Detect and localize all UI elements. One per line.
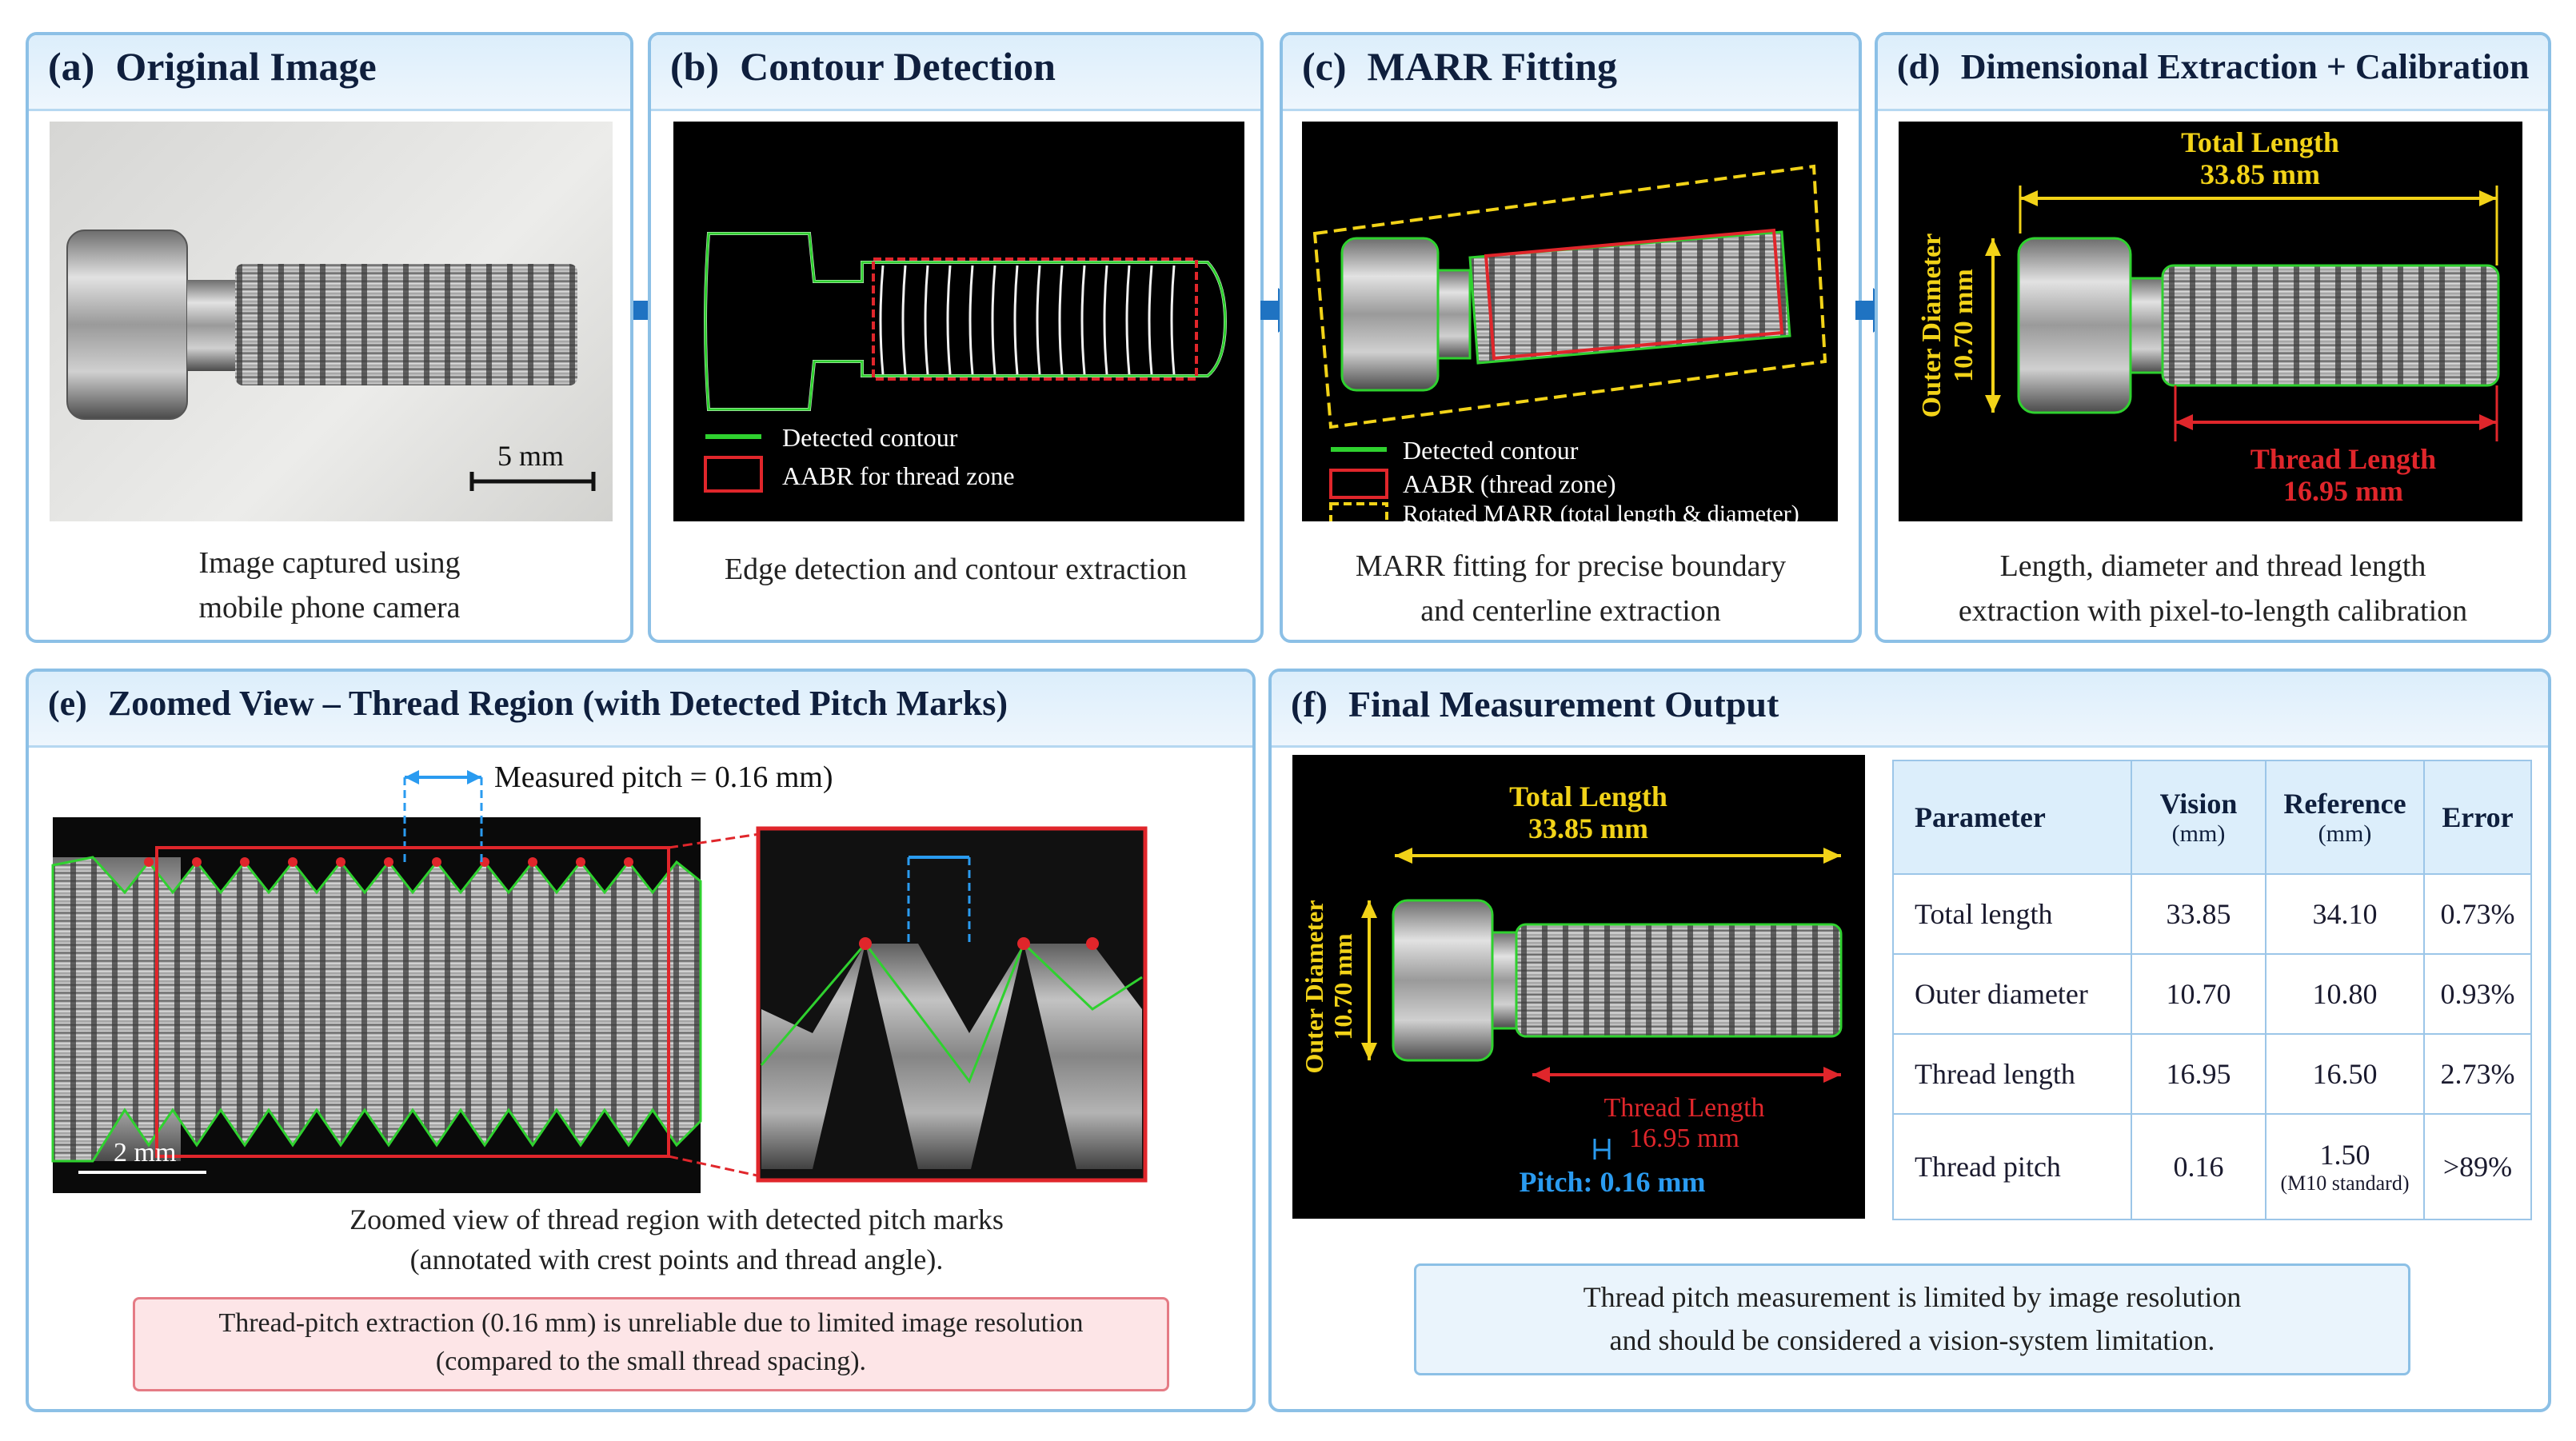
- thread-contours: [879, 265, 1176, 375]
- panel-marr-fitting: (c)MARR Fitting Detected contour AABR (t…: [1280, 32, 1862, 643]
- outer-diameter-value: 10.70 mm: [1949, 269, 1979, 382]
- measurement-table: Parameter Vision(mm) Reference(mm) Error…: [1892, 760, 2532, 1220]
- cell-param: Thread pitch: [1892, 1113, 2132, 1220]
- outer-diameter-label: Outer Diameter: [1300, 900, 1328, 1073]
- pitch-label: Pitch: 0.16 mm: [1520, 1166, 1706, 1198]
- table-row: Outer diameter 10.70 10.80 0.93%: [1892, 953, 2532, 1035]
- panel-original-image: (a)Original Image 5 mm Image captured us…: [26, 32, 633, 643]
- caption: Image captured using mobile phone camera: [198, 546, 461, 625]
- panel-header: (a)Original Image: [29, 35, 630, 111]
- caption: Length, diameter and thread length extra…: [1958, 549, 2468, 628]
- cell-ref: 34.10: [2265, 873, 2425, 955]
- limitation-note: Thread pitch measurement is limited by i…: [1414, 1263, 2410, 1375]
- cell-vision: 10.70: [2131, 953, 2266, 1035]
- header-vision: Vision(mm): [2131, 760, 2266, 875]
- panel-header: (d)Dimensional Extraction + Calibration: [1878, 35, 2548, 111]
- cell-vision: 16.95: [2131, 1033, 2266, 1115]
- measured-pitch-label: Measured pitch = 0.16 mm): [494, 760, 833, 794]
- thread-length-label: Thread Length: [1604, 1093, 1764, 1123]
- header-error: Error: [2423, 760, 2532, 875]
- table-row: Total length 33.85 34.10 0.73%: [1892, 873, 2532, 955]
- cell-error: >89%: [2423, 1113, 2532, 1220]
- panel-header: (b)Contour Detection: [651, 35, 1260, 111]
- total-length-value: 33.85 mm: [2200, 158, 2320, 190]
- panel-title: (d)Dimensional Extraction + Calibration: [1897, 47, 2530, 86]
- zoom-region-box: [155, 846, 670, 1158]
- marr-image: Detected contour AABR (thread zone) Rota…: [1302, 122, 1838, 529]
- outer-diameter-label: Outer Diameter: [1917, 234, 1947, 418]
- legend-contour: Detected contour: [1403, 436, 1579, 465]
- thread-length-label: Thread Length: [2251, 443, 2436, 475]
- original-bolt-photo: 5 mm: [50, 122, 613, 521]
- panel-contour-detection: (b)Contour Detection Detected contour AA…: [648, 32, 1264, 643]
- panel-header: (c)MARR Fitting: [1283, 35, 1859, 111]
- panel-final-output: (f)Final Measurement Output Total Length…: [1268, 669, 2551, 1412]
- marr-illustration: Detected contour AABR (thread zone) Rota…: [1312, 164, 1827, 529]
- caption: Zoomed view of thread region with detect…: [349, 1203, 1004, 1275]
- crest-points: [144, 857, 633, 867]
- panel-title: (c)MARR Fitting: [1302, 44, 1617, 89]
- scale-label: 5 mm: [497, 440, 564, 472]
- zoomed-thread-illustration: Measured pitch = 0.16 mm) 2 mm: [51, 760, 1148, 1193]
- contour-image: Detected contour AABR for thread zone: [673, 122, 1244, 521]
- table-row: Thread length 16.95 16.50 2.73%: [1892, 1033, 2532, 1115]
- cell-ref: 1.50(M10 standard): [2265, 1113, 2425, 1220]
- legend-marr: Rotated MARR (total length & diameter): [1403, 501, 1799, 521]
- panel-zoomed-thread: (e)Zoomed View – Thread Region (with Det…: [26, 669, 1256, 1412]
- panel-header: (f)Final Measurement Output: [1272, 672, 2548, 748]
- legend-aabr: AABR (thread zone): [1403, 469, 1616, 498]
- final-output-image: Total Length 33.85 mm Outer Diameter 10.…: [1292, 755, 1865, 1219]
- final-output-illustration: Total Length 33.85 mm Outer Diameter 10.…: [1300, 780, 1843, 1198]
- rotated-marr-box: [1312, 164, 1827, 429]
- panel-title: (e)Zoomed View – Thread Region (with Det…: [48, 684, 1008, 723]
- panel-dimensional-extraction: (d)Dimensional Extraction + Calibration …: [1875, 32, 2551, 643]
- total-length-label: Total Length: [2181, 126, 2339, 158]
- cell-error: 0.73%: [2423, 873, 2532, 955]
- outer-diameter-value: 10.70 mm: [1328, 933, 1357, 1040]
- header-parameter: Parameter: [1892, 760, 2132, 875]
- legend-aabr: AABR for thread zone: [782, 461, 1015, 490]
- caption: Edge detection and contour extraction: [724, 553, 1188, 586]
- cell-ref: 10.80: [2265, 953, 2425, 1035]
- panel-title: (f)Final Measurement Output: [1291, 684, 1779, 724]
- cell-vision: 0.16: [2131, 1113, 2266, 1220]
- total-length-value: 33.85 mm: [1528, 812, 1648, 844]
- panel-header: (e)Zoomed View – Thread Region (with Det…: [29, 672, 1252, 748]
- dimension-image: Total Length 33.85 mm Outer Diameter 10.…: [1899, 122, 2522, 521]
- cell-error: 0.93%: [2423, 953, 2532, 1035]
- total-length-label: Total Length: [1509, 780, 1667, 812]
- cell-param: Outer diameter: [1892, 953, 2132, 1035]
- bolt-illustration: 5 mm: [66, 230, 596, 491]
- table-row: Thread pitch 0.16 1.50(M10 standard) >89…: [1892, 1113, 2532, 1220]
- contour-illustration: Detected contour AABR for thread zone: [704, 232, 1228, 493]
- panel-title: (b)Contour Detection: [670, 44, 1056, 89]
- thread-length-value: 16.95 mm: [1629, 1124, 1739, 1153]
- cell-error: 2.73%: [2423, 1033, 2532, 1115]
- aabr-box: [1484, 228, 1784, 361]
- caption: MARR fitting for precise boundary and ce…: [1355, 549, 1787, 628]
- dimension-illustration: Total Length 33.85 mm Outer Diameter 10.…: [1917, 126, 2500, 507]
- panel-title: (a)Original Image: [48, 44, 377, 89]
- thread-length-value: 16.95 mm: [2283, 475, 2403, 507]
- cell-ref: 16.50: [2265, 1033, 2425, 1115]
- cell-param: Total length: [1892, 873, 2132, 955]
- warning-note: Thread-pitch extraction (0.16 mm) is unr…: [133, 1297, 1169, 1391]
- header-reference: Reference(mm): [2265, 760, 2425, 875]
- cell-param: Thread length: [1892, 1033, 2132, 1115]
- legend-contour: Detected contour: [782, 423, 958, 452]
- aabr-box: [872, 257, 1198, 381]
- cell-vision: 33.85: [2131, 873, 2266, 955]
- scale-label: 2 mm: [114, 1138, 176, 1168]
